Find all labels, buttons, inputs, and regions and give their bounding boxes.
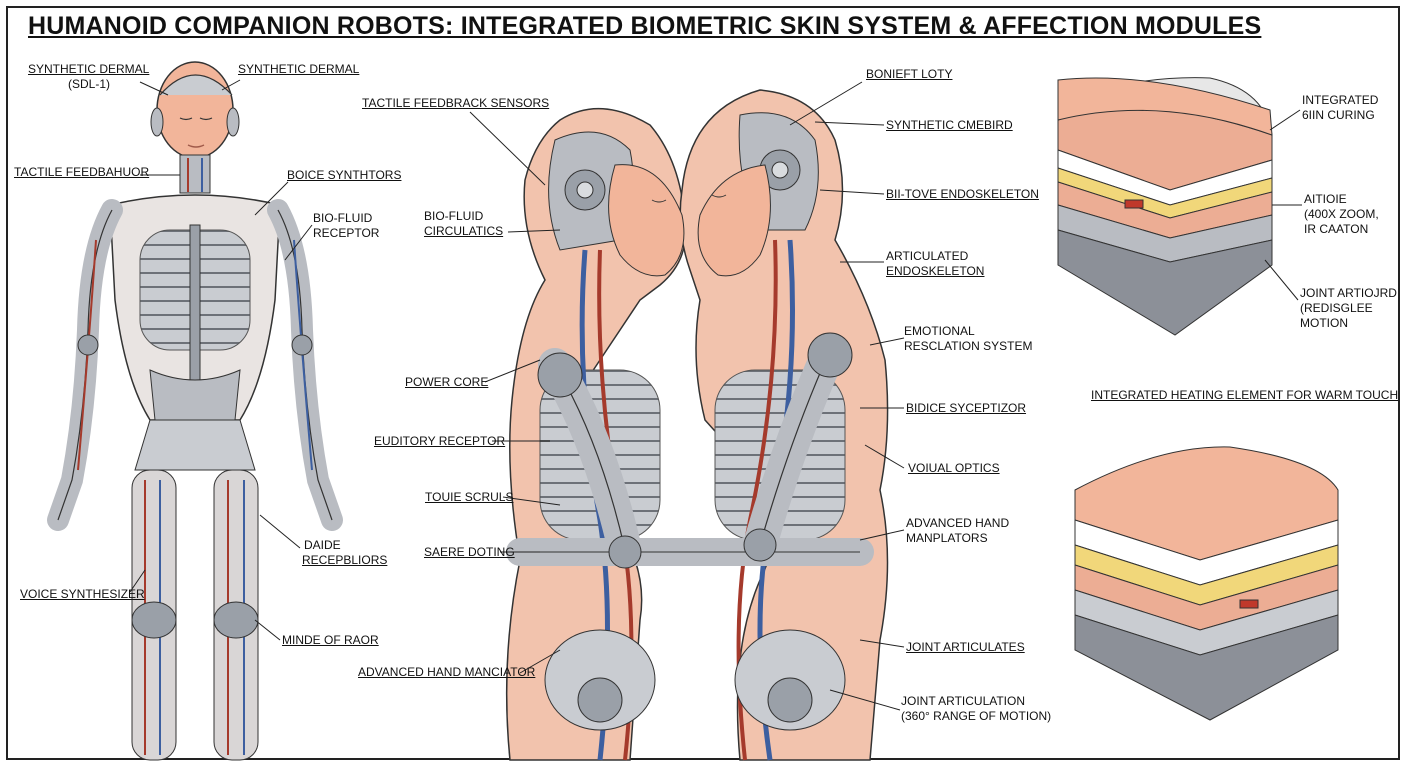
label-line: VOIUAL OPTICS bbox=[908, 461, 1000, 475]
label-line: MANPLATORS bbox=[906, 531, 988, 545]
label-line: (400X ZOOM, bbox=[1304, 207, 1379, 221]
label-line: RECEPBLIORS bbox=[302, 553, 388, 567]
label-line: ADVANCED HAND MANCIATOR bbox=[358, 665, 536, 679]
label-line: BII-TOVE ENDOSKELETON bbox=[886, 187, 1039, 201]
label-voiual-optics: VOIUAL OPTICS bbox=[908, 461, 1000, 476]
label-synthetic-dermal: SYNTHETIC DERMAL bbox=[238, 62, 359, 77]
label-joint-artiojrd: JOINT ARTIOJRD (REDISGLEE MOTION bbox=[1300, 286, 1397, 331]
label-line: (360° RANGE OF MOTION) bbox=[901, 709, 1052, 723]
label-line: JOINT ARTICULATES bbox=[906, 640, 1025, 654]
label-line: ENDOSKELETON bbox=[886, 264, 985, 278]
poster-title: HUMANOID COMPANION ROBOTS: INTEGRATED BI… bbox=[28, 12, 1262, 40]
label-emotional-resclation-system: EMOTIONAL RESCLATION SYSTEM bbox=[904, 324, 1032, 354]
label-line: SYNTHETIC DERMAL bbox=[28, 62, 150, 76]
embracing-robots bbox=[505, 89, 889, 761]
label-line: INTEGRATED bbox=[1302, 93, 1379, 107]
skin-block-top bbox=[1057, 77, 1273, 336]
label-line: JOINT ARTICULATION bbox=[901, 694, 1026, 708]
label-line: EMOTIONAL bbox=[904, 324, 975, 338]
label-minde-of-raor: MINDE OF RAOR bbox=[282, 633, 379, 648]
label-integrated-skin-curing: INTEGRATED 6IIN CURING bbox=[1302, 93, 1378, 123]
label-line: JOINT ARTIOJRD bbox=[1300, 286, 1397, 300]
label-line: VOICE SYNTHESIZER bbox=[20, 587, 145, 601]
leader-lines bbox=[129, 79, 1302, 711]
label-line: BIO-FLUID bbox=[313, 211, 373, 225]
label-line: AITIOIE bbox=[1304, 192, 1347, 206]
label-voice-synthesizer: VOICE SYNTHESIZER bbox=[20, 587, 145, 602]
label-line: ARTICULATED bbox=[886, 249, 969, 263]
label-line: SAERE DOTING bbox=[424, 545, 515, 559]
label-bio-fluid-receptor: BIO-FLUID RECEPTOR bbox=[313, 211, 379, 241]
label-articulated-endoskeleton: ARTICULATED ENDOSKELETON bbox=[886, 249, 984, 279]
label-line: (REDISGLEE bbox=[1300, 301, 1373, 315]
label-line: BIDICE SYCEPTIZOR bbox=[906, 401, 1027, 415]
label-tactile-feedback-left: TACTILE FEEDBAHUOR bbox=[14, 165, 149, 180]
label-line: TOUIE SCRULS bbox=[425, 490, 514, 504]
label-line: BIO-FLUID bbox=[424, 209, 484, 223]
label-line: 6IIN CURING bbox=[1302, 108, 1375, 122]
label-line: TACTILE FEEDBRACK SENSORS bbox=[362, 96, 550, 110]
label-synthetic-dermal-sdl: SYNTHETIC DERMAL (SDL-1) bbox=[28, 62, 149, 92]
label-line: ADVANCED HAND bbox=[906, 516, 1010, 530]
label-line: RECEPTOR bbox=[313, 226, 380, 240]
label-power-core: POWER CORE bbox=[405, 375, 488, 390]
label-line: BOICE SYNTHTORS bbox=[287, 168, 402, 182]
label-tactile-feedback-sensors: TACTILE FEEDBRACK SENSORS bbox=[362, 96, 549, 111]
label-euditory-receptor: EUDITORY RECEPTOR bbox=[374, 434, 505, 449]
label-line: IR CAATON bbox=[1304, 222, 1369, 236]
label-line: MINDE OF RAOR bbox=[282, 633, 379, 647]
label-line: MOTION bbox=[1300, 316, 1348, 330]
label-advanced-hand-manplators: ADVANCED HAND MANPLATORS bbox=[906, 516, 1009, 546]
label-synthetic-cmebird: SYNTHETIC CMEBIRD bbox=[886, 118, 1013, 133]
label-joint-articulation-360: JOINT ARTICULATION (360° RANGE OF MOTION… bbox=[901, 694, 1051, 724]
label-advanced-hand-manciator: ADVANCED HAND MANCIATOR bbox=[358, 665, 535, 680]
label-boice-synthtors: BOICE SYNTHTORS bbox=[287, 168, 401, 183]
label-bidice-syceptizor: BIDICE SYCEPTIZOR bbox=[906, 401, 1026, 416]
heating-element-caption: INTEGRATED HEATING ELEMENT FOR WARM TOUC… bbox=[1091, 388, 1399, 402]
label-line: TACTILE FEEDBAHUOR bbox=[14, 165, 150, 179]
label-bio-fluid-circulatics: BIO-FLUID CIRCULATICS bbox=[424, 209, 503, 239]
label-bii-tove-endoskeleton: BII-TOVE ENDOSKELETON bbox=[886, 187, 1039, 202]
standing-robot-figure bbox=[47, 61, 343, 761]
label-line: POWER CORE bbox=[405, 375, 489, 389]
skin-block-bottom bbox=[1074, 446, 1339, 721]
label-touie-scruls: TOUIE SCRULS bbox=[425, 490, 513, 505]
label-joint-articulates: JOINT ARTICULATES bbox=[906, 640, 1025, 655]
label-line: BONIEFT LOTY bbox=[866, 67, 953, 81]
label-bonieft-loty: BONIEFT LOTY bbox=[866, 67, 952, 82]
label-line: RESCLATION SYSTEM bbox=[904, 339, 1033, 353]
label-line: DAIDE bbox=[304, 538, 341, 552]
label-line: CIRCULATICS bbox=[424, 224, 504, 238]
label-line: SYNTHETIC CMEBIRD bbox=[886, 118, 1013, 132]
label-aitioie-zoom: AITIOIE (400X ZOOM, IR CAATON bbox=[1304, 192, 1379, 237]
label-line: SYNTHETIC DERMAL bbox=[238, 62, 360, 76]
poster-frame bbox=[6, 6, 1400, 760]
label-daide-receptors: DAIDE RECEPBLIORS bbox=[302, 538, 387, 568]
label-line: (SDL-1) bbox=[68, 77, 111, 91]
label-saere-doting: SAERE DOTING bbox=[424, 545, 515, 560]
label-line: EUDITORY RECEPTOR bbox=[374, 434, 506, 448]
